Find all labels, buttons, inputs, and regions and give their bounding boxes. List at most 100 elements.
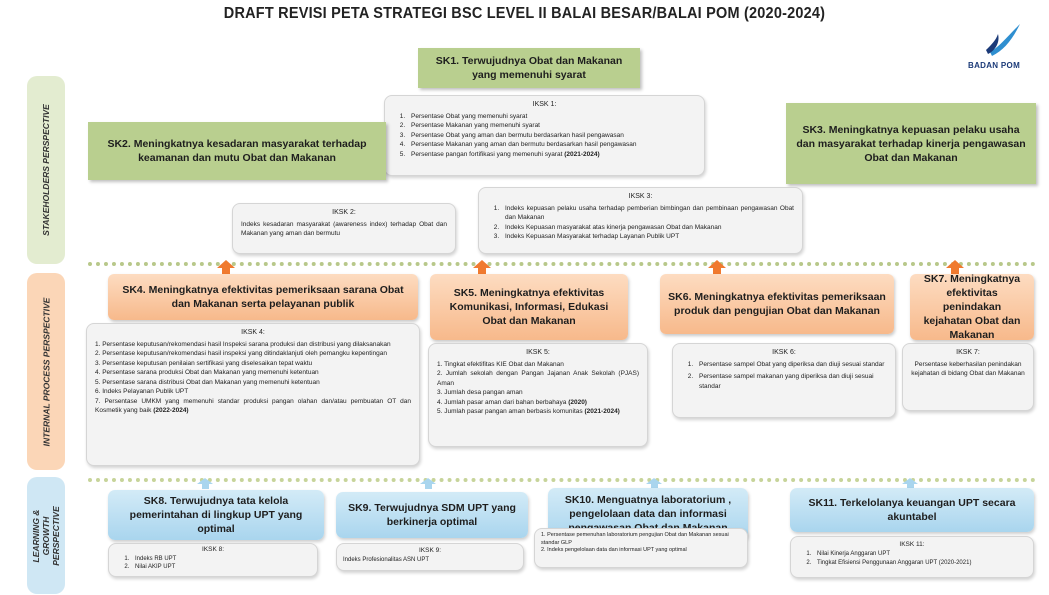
sk2-title: SK2. Meningkatnya kesadaran masyarakat t… [107,138,367,164]
iksk1-item: Persentase Makanan yang memenuhi syarat [407,121,696,131]
up-arrow-icon [197,478,213,489]
iksk4-item: 2. Persentase keputusan/rekomendasi hasi… [95,350,387,357]
internal-process-perspective-band: INTERNAL PROCESS PERSPECTIVE [27,273,65,470]
iksk7-title: IKSK 7: [956,349,980,356]
up-arrow-icon [708,260,726,274]
iksk1-item: Persentase Obat yang memenuhi syarat [407,112,696,122]
iksk1-list: Persentase Obat yang memenuhi syarat Per… [393,112,696,160]
iksk4-indicator-box: IKSK 4: 1. Persentase keputusan/rekomend… [86,323,420,466]
logo-text: BADAN POM [968,61,1021,70]
iksk1-item-5-period: (2021-2024) [564,150,600,158]
perspective-divider [88,262,1036,266]
iksk1-item: Persentase Makanan yang aman dan bermutu… [407,140,696,150]
up-arrow-icon [902,478,918,489]
iksk9-text: Indeks Profesionalitas ASN UPT [343,557,430,563]
iksk5-item: 1. Tingkat efektifitas KIE Obat dan Maka… [437,360,564,368]
iksk10-item: 1. Persentase pemenuhan laboratorium pen… [541,532,729,546]
iksk3-item: Indeks kepuasan pelaku usaha terhadap pe… [501,204,794,223]
iksk4-item: 3. Persentase keputusan penilaian sertif… [95,359,313,367]
iksk11-item: Nilai Kinerja Anggaran UPT [813,550,1025,559]
iksk5-item-4-period: (2020) [568,398,587,406]
sk9-objective: SK9. Terwujudnya SDM UPT yang berkinerja… [336,492,528,538]
iksk2-title: IKSK 2: [332,209,356,216]
up-arrow-icon [217,260,235,274]
iksk11-list: Nilai Kinerja Anggaran UPT Tingkat Efisi… [799,550,1025,568]
iksk8-list: Indeks RB UPT Nilai AKIP UPT [117,555,309,571]
sk8-title: SK8. Terwujudnya tata kelola pemerintaha… [129,495,303,535]
learning-label-line-1: LEARNING & [31,509,41,562]
iksk4-item: 7. Persentase UMKM yang memenuhi standar… [95,397,411,416]
iksk10-item: 2. Indeks pengelolaan data dan informasi… [541,547,687,553]
iksk10-indicator-box: 1. Persentase pemenuhan laboratorium pen… [534,528,748,568]
iksk8-item: Indeks RB UPT [131,555,309,563]
iksk5-list: 1. Tingkat efektifitas KIE Obat dan Maka… [437,360,639,417]
iksk7-text: Persentase keberhasilan penindakan kejah… [911,360,1025,378]
learning-label-line-2: GROWTH [41,516,51,555]
badan-pom-logo: BADAN POM [968,22,1038,70]
iksk5-title: IKSK 5: [526,349,550,356]
iksk6-item: Persentase sampel Obat yang diperiksa da… [695,360,887,370]
iksk5-item-5-text: 5. Jumlah pasar pangan aman berbasis kom… [437,408,583,415]
iksk1-indicator-box: IKSK 1: Persentase Obat yang memenuhi sy… [384,95,705,176]
iksk10-list: 1. Persentase pemenuhan laboratorium pen… [541,532,741,555]
sk1-objective: SK1. Terwujudnya Obat dan Makanan yang m… [418,48,640,88]
sk1-title: SK1. Terwujudnya Obat dan Makanan yang m… [435,55,623,81]
iksk11-indicator-box: IKSK 11: Nilai Kinerja Anggaran UPT Ting… [790,536,1034,578]
sk9-title: SK9. Terwujudnya SDM UPT yang berkinerja… [348,502,516,528]
iksk5-indicator-box: IKSK 5: 1. Tingkat efektifitas KIE Obat … [428,343,648,447]
iksk3-item: Indeks Kepuasan masyarakat atas kinerja … [501,223,794,233]
iksk5-item: 5. Jumlah pasar pangan aman berbasis kom… [437,407,639,417]
sk8-objective: SK8. Terwujudnya tata kelola pemerintaha… [108,490,324,540]
iksk4-item: 4. Persentase sarana produksi Obat dan M… [95,369,319,376]
up-arrow-icon [420,478,436,489]
iksk3-item: Indeks Kepuasan Masyarakat terhadap Laya… [501,232,794,242]
sk4-title: SK4. Meningkatnya efektivitas pemeriksaa… [122,284,404,310]
iksk1-item: Persentase Obat yang aman dan bermutu be… [407,131,696,141]
iksk7-indicator-box: IKSK 7: Persentase keberhasilan penindak… [902,343,1034,411]
logo-swoosh-icon [986,24,1020,56]
iksk3-list: Indeks kepuasan pelaku usaha terhadap pe… [487,204,794,242]
up-arrow-icon [946,260,964,274]
iksk4-item: 5. Persentase sarana distribusi Obat dan… [95,378,320,386]
iksk4-item: 1. Persentase keputusan/rekomendasi hasi… [95,340,391,348]
sk6-title: SK6. Meningkatnya efektivitas pemeriksaa… [668,291,886,317]
iksk3-title: IKSK 3: [628,193,653,200]
iksk2-text: Indeks kesadaran masyarakat (awareness i… [241,220,447,238]
sk11-objective: SK11. Terkelolanya keuangan UPT secara a… [790,488,1034,532]
sk4-objective: SK4. Meningkatnya efektivitas pemeriksaa… [108,274,418,320]
page-title: DRAFT REVISI PETA STRATEGI BSC LEVEL II … [223,5,826,23]
sk6-objective: SK6. Meningkatnya efektivitas pemeriksaa… [660,274,894,334]
learning-growth-perspective-label: LEARNING & GROWTH PERSPECTIVE [31,506,61,566]
iksk4-item: 6. Indeks Pelayanan Publik UPT [95,388,189,395]
iksk8-indicator-box: IKSK 8: Indeks RB UPT Nilai AKIP UPT [108,543,318,577]
sk11-title: SK11. Terkelolanya keuangan UPT secara a… [808,497,1016,523]
iksk8-item: Nilai AKIP UPT [131,563,309,571]
sk7-title: SK7. Meningkatnya efektivitas penindakan… [923,273,1021,341]
iksk6-indicator-box: IKSK 6: Persentase sampel Obat yang dipe… [672,343,896,418]
learning-growth-perspective-band: LEARNING & GROWTH PERSPECTIVE [27,477,65,594]
iksk3-indicator-box: IKSK 3: Indeks kepuasan pelaku usaha ter… [478,187,803,254]
iksk2-indicator-box: IKSK 2: Indeks kesadaran masyarakat (awa… [232,203,456,254]
iksk1-item-5-text: Persentase pangan fortifikasi yang memen… [411,150,563,158]
sk5-title: SK5. Meningkatnya efektivitas Komunikasi… [449,287,609,327]
iksk6-list: Persentase sampel Obat yang diperiksa da… [681,360,887,392]
iksk5-item: 2. Jumlah sekolah dengan Pangan Jajanan … [437,370,639,387]
iksk5-item-4-text: 4. Jumlah pasar aman dari bahan berbahay… [437,398,567,406]
iksk6-title: IKSK 6: [772,349,796,356]
learning-label-line-3: PERSPECTIVE [51,505,61,566]
up-arrow-icon [473,260,491,274]
iksk1-title: IKSK 1: [532,101,557,108]
iksk9-title: IKSK 9: [418,547,442,554]
perspective-divider [88,478,1036,482]
iksk6-item: Persentase sampel makanan yang diperiksa… [695,372,887,391]
iksk1-item: Persentase pangan fortifikasi yang memen… [407,150,696,160]
iksk8-title: IKSK 8: [201,546,225,553]
iksk4-item-7-text: 7. Persentase UMKM yang memenuhi standar… [95,397,411,415]
iksk4-title: IKSK 4: [241,329,265,336]
up-arrow-icon [646,478,662,489]
iksk5-item-5-period: (2021-2024) [584,408,620,415]
internal-process-perspective-label: INTERNAL PROCESS PERSPECTIVE [41,297,51,446]
sk3-title: SK3. Meningkatnya kepuasan pelaku usaha … [796,123,1026,164]
sk5-objective: SK5. Meningkatnya efektivitas Komunikasi… [430,274,628,340]
iksk4-item-7-period: (2022-2024) [153,407,189,414]
